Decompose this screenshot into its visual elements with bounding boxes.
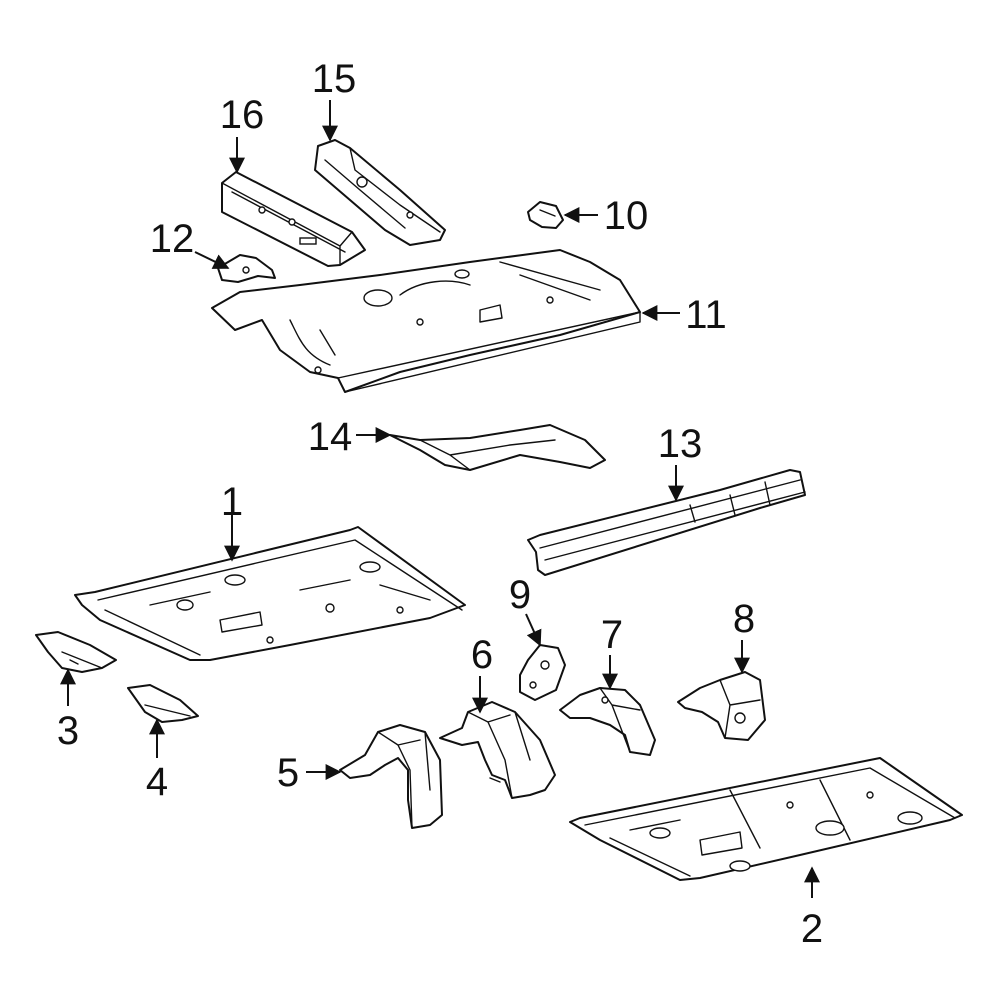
part-3-support[interactable] <box>35 631 117 673</box>
callout-1: 1 <box>221 480 243 524</box>
callout-10: 10 <box>604 194 649 238</box>
part-4-support[interactable] <box>127 684 199 723</box>
callout-9: 9 <box>509 573 531 617</box>
callout-11: 11 <box>685 293 727 337</box>
callout-2: 2 <box>801 907 823 951</box>
part-2-rear-floor-panel[interactable] <box>569 757 963 881</box>
callout-6: 6 <box>471 633 493 677</box>
part-1-floor-panel[interactable] <box>74 526 466 661</box>
callout-3: 3 <box>57 709 79 753</box>
part-13-rocker-rail[interactable] <box>527 469 806 576</box>
callout-5: 5 <box>277 751 299 795</box>
leader-lines <box>60 100 820 898</box>
callout-labels: 1 2 3 4 5 6 7 8 9 10 11 12 13 14 15 16 <box>57 57 823 951</box>
part-5-arch-bracket[interactable] <box>339 724 443 829</box>
callout-13: 13 <box>658 422 703 466</box>
callout-8: 8 <box>733 597 755 641</box>
part-14-tunnel-reinforcement[interactable] <box>389 424 606 471</box>
part-11-front-floor-pan[interactable] <box>211 249 641 393</box>
part-10-small-bracket[interactable] <box>527 201 564 229</box>
callout-12: 12 <box>150 217 195 261</box>
part-7-bracket[interactable] <box>559 687 656 756</box>
part-6-arch-bracket[interactable] <box>439 701 556 799</box>
callout-7: 7 <box>601 613 623 657</box>
callout-4: 4 <box>146 760 168 804</box>
part-8-bracket[interactable] <box>677 671 766 741</box>
callout-14: 14 <box>308 415 353 459</box>
part-16-cross-member[interactable] <box>221 171 366 267</box>
part-15-side-bracket[interactable] <box>314 139 446 246</box>
callout-15: 15 <box>312 57 357 101</box>
part-9-bracket[interactable] <box>519 644 566 701</box>
part-12-reinforcement[interactable] <box>217 254 276 283</box>
callout-16: 16 <box>220 93 265 137</box>
